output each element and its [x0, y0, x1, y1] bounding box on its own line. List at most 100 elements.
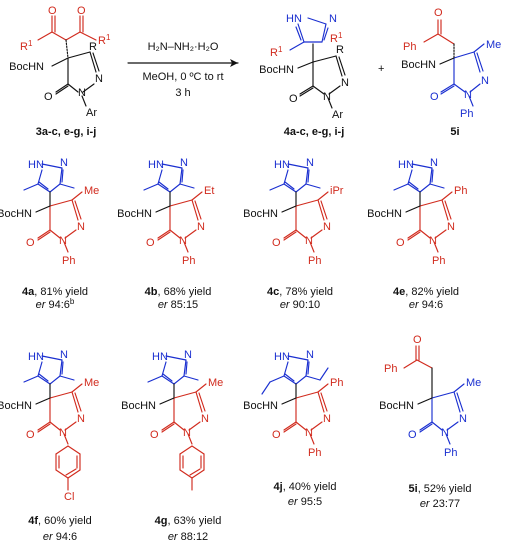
conditions-2: 3 h	[175, 87, 190, 99]
compound-yield: , 40% yield	[283, 481, 337, 493]
o-atom: O	[48, 5, 57, 17]
ph-atom: Ph	[308, 447, 321, 459]
n-atom: N	[429, 235, 437, 247]
compound-yield: , 52% yield	[418, 483, 472, 495]
o-atom: O	[77, 5, 86, 17]
boc-hn: BocHN	[259, 64, 294, 76]
cl-atom: Cl	[64, 491, 74, 503]
o-atom: O	[434, 7, 443, 19]
conditions-1: MeOH, 0 ºC to rt	[142, 71, 223, 83]
compound-er: er 90:10	[280, 299, 320, 311]
substituent: Me	[208, 377, 223, 389]
compound-caption: 4j, 40% yield	[274, 481, 337, 493]
n-atom: N	[323, 221, 331, 233]
n-atom: N	[441, 427, 449, 439]
boc-hn: BocHN	[0, 400, 32, 412]
compound-id: 4e	[393, 286, 405, 298]
boc-hn: BocHN	[367, 208, 402, 220]
compound-id: 5i	[409, 483, 418, 495]
compound-er: er 88:12	[168, 531, 208, 543]
boc-hn: BocHN	[379, 400, 414, 412]
n-atom: N	[95, 73, 103, 85]
n-atom: N	[306, 349, 314, 361]
reaction-arrow: H₂N–NH₂·H₂O MeOH, 0 ºC to rt 3 h	[127, 41, 239, 99]
hn-atom: HN	[274, 351, 290, 363]
boc-hn: BocHN	[121, 400, 156, 412]
boc-hn: BocHN	[401, 59, 436, 71]
n-atom: N	[179, 235, 187, 247]
o-atom: O	[44, 91, 53, 103]
ph-atom: Ph	[403, 41, 416, 53]
o-atom: O	[430, 91, 439, 103]
n-atom: N	[77, 413, 85, 425]
substituent: Ph	[330, 377, 343, 389]
compound-yield: , 63% yield	[168, 515, 222, 527]
o-atom: O	[146, 237, 155, 249]
o-atom: O	[26, 429, 35, 441]
r1-atom: R1	[330, 31, 343, 45]
compound-er: er 23:77	[420, 498, 460, 510]
r-atom: R	[336, 44, 344, 56]
hn-atom: HN	[398, 159, 414, 171]
n-atom: N	[60, 157, 68, 169]
ph-atom: Ph	[182, 255, 195, 267]
n-atom: N	[323, 413, 331, 425]
ph-atom: Ph	[460, 108, 473, 120]
boc-hn: BocHN	[243, 208, 278, 220]
substituent: Me	[84, 377, 99, 389]
reagent: H₂N–NH₂·H₂O	[148, 41, 219, 53]
ph-atom: Ph	[444, 447, 457, 459]
n-atom: N	[341, 77, 349, 89]
r1-atom: R1	[98, 33, 111, 47]
substituent: Me	[84, 185, 99, 197]
substituent: Me	[466, 377, 481, 389]
compound-yield: , 78% yield	[279, 286, 333, 298]
ph-atom: Ph	[384, 363, 397, 375]
n-atom: N	[329, 13, 337, 25]
hn-atom: HN	[28, 351, 44, 363]
me-atom: Me	[486, 39, 501, 51]
substituent: iPr	[330, 185, 344, 197]
n-atom: N	[201, 413, 209, 425]
compound-yield: , 82% yield	[405, 286, 459, 298]
compound-id: 4b	[145, 286, 158, 298]
ph-atom: Ph	[308, 255, 321, 267]
compound-caption: 4e, 82% yield	[393, 286, 459, 298]
n-atom: N	[464, 89, 472, 101]
n-atom: N	[77, 221, 85, 233]
n-atom: N	[59, 427, 67, 439]
n-atom: N	[59, 235, 67, 247]
r-atom: R	[89, 41, 97, 53]
compound-id: 4j	[274, 481, 283, 493]
n-atom: N	[430, 157, 438, 169]
compound-er: er 85:15	[158, 299, 198, 311]
n-atom: N	[184, 349, 192, 361]
hn-atom: HN	[148, 159, 164, 171]
n-atom: N	[60, 349, 68, 361]
compound-er: er 94:6	[43, 531, 77, 543]
compound-caption: 4c, 78% yield	[267, 286, 333, 298]
compound-id: 4f	[28, 515, 38, 527]
n-atom: N	[447, 221, 455, 233]
n-atom: N	[78, 87, 86, 99]
hn-atom: HN	[28, 159, 44, 171]
n-atom: N	[180, 157, 188, 169]
substituent: Ph	[454, 185, 467, 197]
o-atom: O	[272, 429, 281, 441]
boc-hn: BocHN	[117, 208, 152, 220]
ph-atom: Ph	[432, 255, 445, 267]
n-atom: N	[323, 91, 331, 103]
compound-id: 4c	[267, 286, 279, 298]
compound-caption: 4g, 63% yield	[155, 515, 222, 527]
n-atom: N	[305, 427, 313, 439]
ph-atom: Ph	[62, 255, 75, 267]
o-atom: O	[289, 93, 298, 105]
compound-yield: , 60% yield	[38, 515, 92, 527]
compound-yield: , 81% yield	[34, 286, 88, 298]
